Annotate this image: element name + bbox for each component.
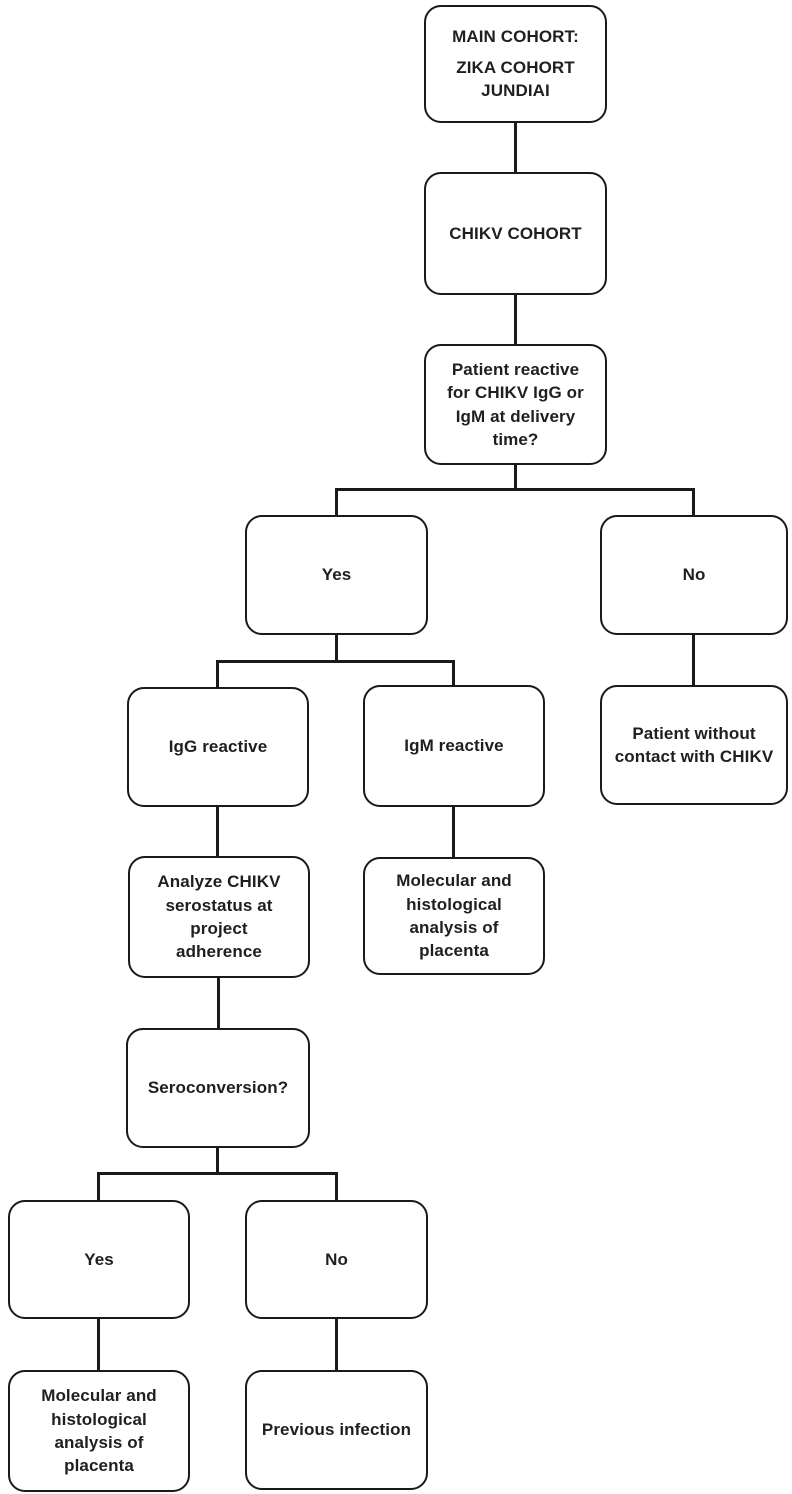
node-analyze-serostatus: Analyze CHIKV serostatus at project adhe… xyxy=(128,856,310,978)
edge-igm-to-molecular xyxy=(452,807,455,857)
node-igg-reactive-label: IgG reactive xyxy=(168,737,268,757)
node-molecular-analysis-seroconversion-label: Molecular and histological analysis of p… xyxy=(41,1386,157,1476)
edge-branch-to-igg xyxy=(216,660,219,687)
node-previous-infection-label: Previous infection xyxy=(261,1420,412,1440)
edge-analyze-to-seroconversion xyxy=(217,978,220,1028)
edge-chikv-to-question xyxy=(514,295,517,344)
node-seroconversion-no: No xyxy=(245,1200,428,1319)
edge-branch-to-sero-no xyxy=(335,1172,338,1200)
node-delivery-no: No xyxy=(600,515,788,635)
edge-branch-to-sero-yes xyxy=(97,1172,100,1200)
edge-serono-to-previous xyxy=(335,1319,338,1370)
node-patient-reactive-question: Patient reactive for CHIKV IgG or IgM at… xyxy=(424,344,607,465)
node-chikv-cohort: CHIKV COHORT xyxy=(424,172,607,295)
edge-branch-to-yes xyxy=(335,488,338,515)
node-patient-without-contact-label: Patient without contact with CHIKV xyxy=(614,723,774,766)
node-seroconversion-no-label: No xyxy=(325,1249,348,1269)
edge-yes-branch-bar xyxy=(216,660,455,663)
node-previous-infection: Previous infection xyxy=(245,1370,428,1490)
edge-branch-to-igm xyxy=(452,660,455,685)
edge-seroconversion-branch-bar xyxy=(97,1172,338,1175)
node-chikv-cohort-label: CHIKV COHORT xyxy=(449,223,582,243)
node-delivery-no-label: No xyxy=(682,565,706,585)
node-molecular-analysis-igm: Molecular and histological analysis of p… xyxy=(363,857,545,975)
node-seroconversion-question: Seroconversion? xyxy=(126,1028,310,1148)
node-main-cohort-line1: MAIN COHORT: xyxy=(452,27,579,47)
node-molecular-analysis-igm-label: Molecular and histological analysis of p… xyxy=(396,871,512,961)
node-analyze-serostatus-label: Analyze CHIKV serostatus at project adhe… xyxy=(157,872,281,962)
node-patient-without-contact: Patient without contact with CHIKV xyxy=(600,685,788,805)
node-delivery-yes: Yes xyxy=(245,515,428,635)
edge-seroyes-to-molecular xyxy=(97,1319,100,1370)
node-seroconversion-yes-label: Yes xyxy=(84,1249,114,1269)
edge-main-to-chikv xyxy=(514,123,517,172)
edge-no-to-without-contact xyxy=(692,635,695,685)
edge-question-stem xyxy=(514,465,517,488)
node-igm-reactive-label: IgM reactive xyxy=(404,736,504,756)
node-patient-reactive-question-label: Patient reactive for CHIKV IgG or IgM at… xyxy=(447,359,584,449)
node-seroconversion-question-label: Seroconversion? xyxy=(147,1078,289,1098)
node-molecular-analysis-seroconversion: Molecular and histological analysis of p… xyxy=(8,1370,190,1492)
node-seroconversion-yes: Yes xyxy=(8,1200,190,1319)
edge-yes-stem xyxy=(335,635,338,660)
edge-branch-to-no xyxy=(692,488,695,515)
node-igg-reactive: IgG reactive xyxy=(127,687,309,807)
node-main-cohort-line2: ZIKA COHORT JUNDIAI xyxy=(456,57,575,101)
node-main-cohort: MAIN COHORT: ZIKA COHORT JUNDIAI xyxy=(424,5,607,123)
edge-question-branch-bar xyxy=(335,488,695,491)
edge-igg-to-analyze xyxy=(216,807,219,856)
edge-seroconversion-stem xyxy=(216,1148,219,1172)
node-igm-reactive: IgM reactive xyxy=(363,685,545,807)
node-delivery-yes-label: Yes xyxy=(321,565,352,585)
